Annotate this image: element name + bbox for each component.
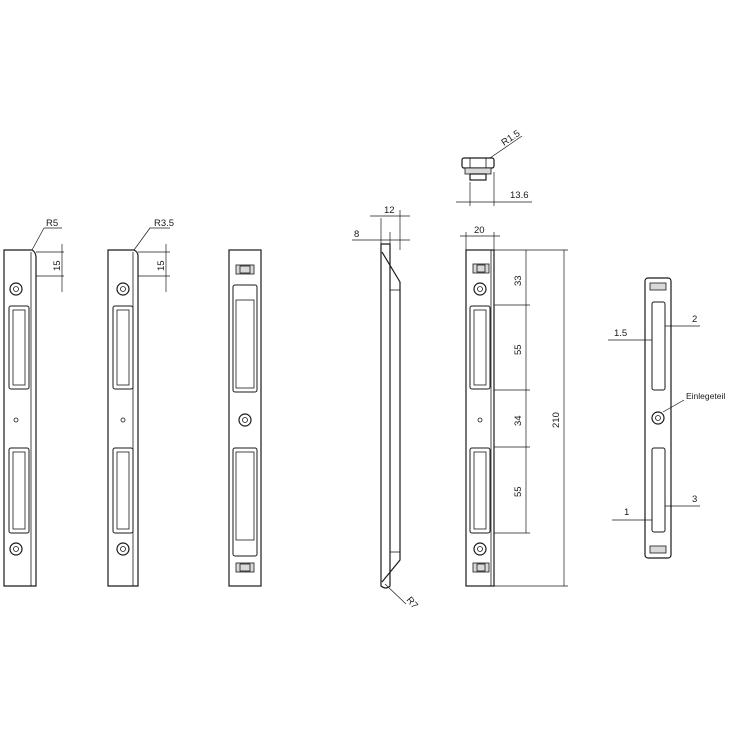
- label-55-a: 55: [513, 344, 524, 355]
- strike-plate-r3-5: [107, 249, 139, 587]
- label-2: 2: [692, 314, 697, 325]
- dim-strike-plate: 20 33 55 34 55 210: [460, 225, 568, 587]
- dim-r3-5: R3.5 15: [133, 218, 174, 292]
- dim-side-view: 12 8 R7: [352, 205, 420, 611]
- strike-plate-with-inserts: [228, 249, 262, 587]
- label-r3-5: R3.5: [154, 218, 174, 229]
- strike-plate-r5: [3, 249, 37, 587]
- dim-frame: 1.5 2 Einlegeteil 1 3: [608, 314, 725, 528]
- label-einlegeteil: Einlegeteil: [686, 391, 725, 401]
- label-13-6: 13.6: [510, 190, 529, 201]
- label-34: 34: [513, 415, 524, 426]
- strike-plate-dimensioned: [465, 249, 495, 587]
- label-15-b: 15: [156, 260, 167, 271]
- label-r5: R5: [46, 218, 58, 229]
- label-1-5: 1.5: [614, 328, 627, 339]
- strike-frame-einlegeteil: [644, 277, 672, 559]
- label-210: 210: [551, 412, 562, 428]
- strike-plate-side-view: [380, 243, 401, 589]
- label-12: 12: [384, 205, 395, 216]
- insert-detail: [461, 157, 495, 181]
- label-55-b: 55: [513, 486, 524, 497]
- label-r7: R7: [404, 595, 420, 611]
- label-20: 20: [474, 225, 485, 236]
- label-15-a: 15: [52, 260, 63, 271]
- label-8: 8: [354, 229, 359, 240]
- label-1: 1: [624, 507, 629, 518]
- dim-r5: R5 15: [31, 218, 64, 292]
- label-33: 33: [513, 275, 524, 286]
- label-r1-5: R1.5: [500, 128, 523, 148]
- label-3: 3: [692, 494, 697, 505]
